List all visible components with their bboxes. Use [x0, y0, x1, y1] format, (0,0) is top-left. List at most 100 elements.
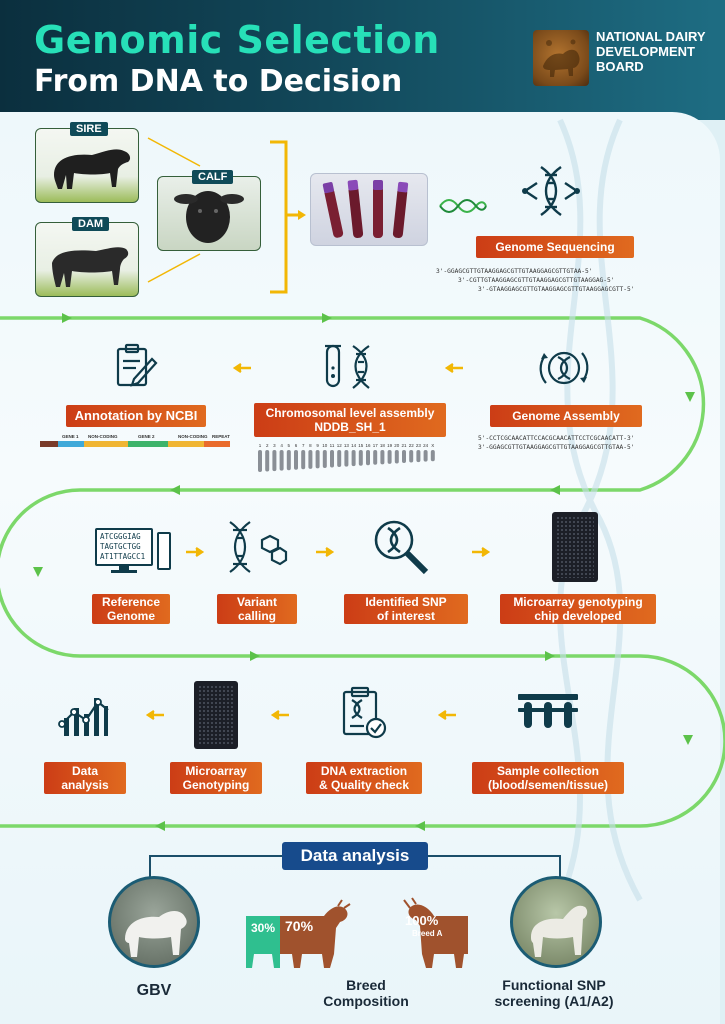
karyotype-tick-label: 20 — [394, 443, 400, 448]
chromosome-bar — [265, 450, 270, 472]
karyotype-tick-label: 24 — [423, 443, 429, 448]
chromosome-bar — [351, 450, 356, 467]
chip-developed-line1: Microarray genotyping — [513, 595, 643, 609]
sample-collection-line1: Sample collection — [496, 764, 600, 778]
flow-arrow-right-icon — [472, 547, 490, 557]
chromosome-bar — [358, 450, 363, 466]
chromosome-bar — [258, 450, 262, 472]
gear-dna-icon — [539, 351, 589, 385]
variant-calling-line2: calling — [237, 609, 276, 623]
karyotype-tick-label: 7 — [302, 443, 305, 448]
track-label-repeat: REPEAT — [212, 434, 230, 439]
karyotype-tick-label: 13 — [344, 443, 350, 448]
flow-arrow-right-icon — [316, 547, 334, 557]
assembly-seq-line-1: 5'-CCTCGCAACATTCCACGCAACATTCCTCGCAACATT-… — [478, 435, 635, 442]
dna-extraction-line2: & Quality check — [318, 778, 410, 792]
calf-label: CALF — [192, 170, 234, 184]
chromosomal-assembly-line1: Chromosomal level assembly — [265, 406, 435, 420]
sequence-line-1: 3'-GGAGCGTTGTAAGGAGCGTTGTAAGGAGCGTTGTAA-… — [436, 268, 593, 275]
karyotype-tick-label: 11 — [330, 443, 335, 448]
reference-genome-line1: Reference — [101, 595, 161, 609]
breed-comp-line2: Composition — [323, 993, 409, 1009]
track-label-gene1: GENE 1 — [62, 434, 79, 439]
chromosome-bar — [366, 450, 370, 466]
microarray-genotyping-label: Microarray Genotyping — [170, 762, 262, 794]
subtitle: From DNA to Decision — [34, 64, 403, 99]
blood-sample-tubes-photo — [310, 173, 428, 246]
karyotype-tick-label: 21 — [401, 443, 407, 448]
karyotype-tick-label: 22 — [409, 443, 415, 448]
chromosome-bar — [337, 450, 342, 468]
genome-sequencing-label: Genome Sequencing — [476, 236, 634, 258]
karyotype-tick-label: 15 — [358, 443, 364, 448]
chromosome-bar — [394, 450, 399, 464]
chromosome-bar — [308, 450, 313, 469]
snp-cow-photo — [510, 876, 602, 968]
org-name: NATIONAL DAIRY DEVELOPMENT BOARD — [596, 29, 706, 74]
karyotype-tick-label: X — [431, 443, 434, 448]
annotation-track: GENE 1 NON-CODING GENE 2 NON-CODING REPE… — [40, 434, 230, 454]
main-title: Genomic Selection — [34, 18, 440, 62]
identified-snp-label: Identified SNP of interest — [344, 594, 468, 624]
ref-seq-row-1: ATCGGGIAG — [100, 532, 141, 541]
breed-a-label: Breed A — [412, 929, 443, 938]
dam-photo — [35, 222, 139, 297]
test-tube-dna-icon — [325, 344, 370, 389]
assembly-seq-line-2: 3'-GGAGCGTTGTAAGGAGCGTTGTAAGGAGCGTTGTAA-… — [478, 444, 635, 451]
dna-network-icon — [522, 166, 580, 216]
data-analysis-line2: analysis — [61, 778, 109, 792]
gbv-bull-photo — [108, 876, 200, 968]
bracket-arrow — [270, 140, 306, 294]
karyotype-tick-label: 14 — [351, 443, 357, 448]
data-analysis-heading: Data analysis — [282, 842, 428, 870]
karyotype-tick-label: 5 — [288, 443, 291, 448]
dna-molecule-icon — [229, 521, 288, 573]
dna-extraction-label: DNA extraction & Quality check — [306, 762, 422, 794]
chromosome-bar — [387, 450, 392, 464]
pct-70-label: 70% — [285, 918, 314, 934]
reference-genome-line2: Genome — [106, 609, 155, 623]
chromosome-bar — [272, 450, 277, 472]
karyotype-tick-label: 4 — [280, 443, 283, 448]
variant-calling-label: Variant calling — [217, 594, 297, 624]
track-label-noncoding1: NON-CODING — [88, 434, 118, 439]
annotation-label: Annotation by NCBI — [66, 405, 206, 427]
sample-tubes-icon — [518, 694, 578, 728]
karyotype-tick-label: 8 — [309, 443, 312, 448]
chromosome-bar — [315, 450, 320, 469]
cow-70-30-icon — [246, 899, 351, 968]
microarray-chip-icon — [552, 512, 598, 582]
karyotype-tick-label: 6 — [295, 443, 298, 448]
sequence-line-3: 3'-GTAAGGAGCGTTGTAAGGAGCGTTGTAAGGAGCGTT-… — [478, 286, 635, 293]
flow-arrow-left-icon — [146, 710, 164, 720]
microarray-genotyping-line1: Microarray — [185, 764, 247, 778]
chromosome-bar — [380, 450, 385, 465]
identified-snp-line1: Identified SNP — [365, 595, 447, 609]
data-analysis-line1: Data — [71, 764, 98, 778]
reference-genome-label: Reference Genome — [92, 594, 170, 624]
genome-assembly-label: Genome Assembly — [490, 405, 642, 427]
chip-developed-line2: chip developed — [534, 609, 622, 623]
magnifier-dna-icon — [374, 520, 429, 575]
flow-arrow-left-icon — [233, 363, 251, 373]
sample-collection-line2: (blood/semen/tissue) — [487, 778, 609, 792]
sequence-line-2: 3'-CGTTGTAAGGAGCGTTGTAAGGAGCGTTGTAAGGAG-… — [458, 277, 615, 284]
snp-screen-line1: Functional SNP — [502, 977, 606, 993]
chromosomal-assembly-line2: NDDB_SH_1 — [314, 420, 386, 434]
chromosome-bar — [344, 450, 349, 467]
flow-arrow-left-icon — [271, 710, 289, 720]
sire-photo — [35, 128, 139, 203]
chromosome-bar — [416, 450, 421, 463]
computer-icon: ATCGGGIAG TAGTGCTGG AT1TTAGCC1 — [95, 528, 171, 574]
sample-collection-label: Sample collection (blood/semen/tissue) — [472, 762, 624, 794]
flow-arrow-right-icon — [186, 547, 204, 557]
identified-snp-line2: of interest — [376, 609, 435, 623]
chromosome-bar — [330, 450, 334, 468]
track-label-gene2: GENE 2 — [138, 434, 155, 439]
flow-arrow-left-icon — [438, 710, 456, 720]
karyotype-tick-label: 18 — [380, 443, 386, 448]
chromosome-bar — [294, 450, 298, 470]
dna-extraction-line1: DNA extraction — [320, 764, 408, 778]
bar-chart-icon — [58, 698, 109, 736]
